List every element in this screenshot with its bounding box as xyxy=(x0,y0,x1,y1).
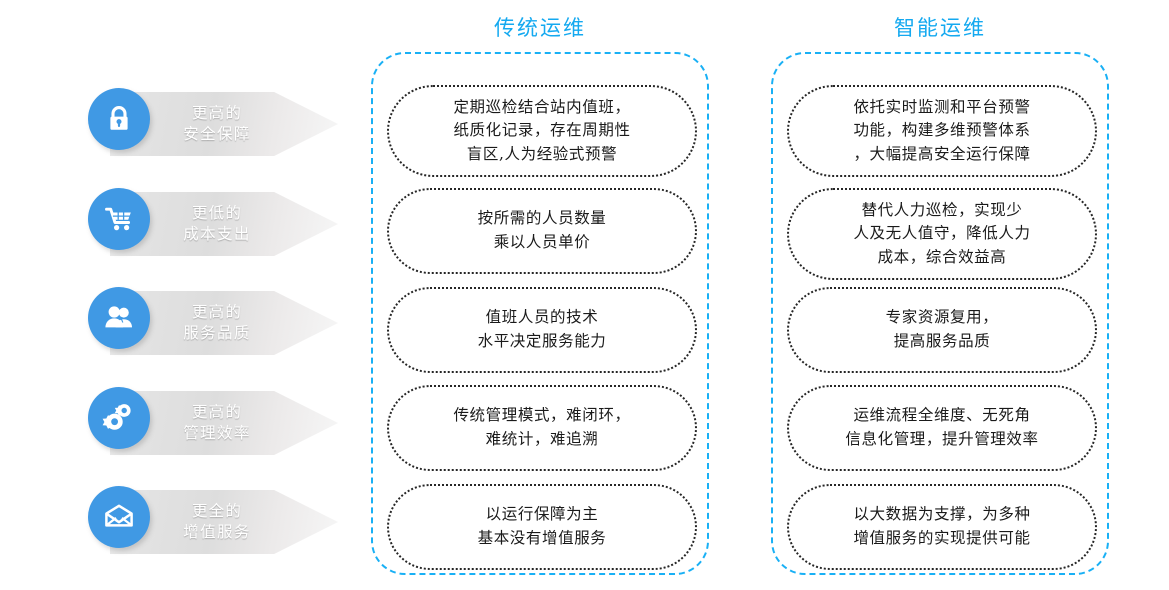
card-line: 纸质化记录，存在周期性 xyxy=(453,121,631,140)
card-line: 难统计，难追溯 xyxy=(485,430,599,448)
card-intelligent-cost: 替代人力巡检，实现少 人及无人值守，降低人力 成本，综合效益高 xyxy=(787,188,1097,280)
card-intelligent-security: 依托实时监测和平台预警 功能，构建多维预警体系 ，大幅提高安全运行保障 xyxy=(787,85,1097,177)
card-line: 增值服务的实现提供可能 xyxy=(853,529,1031,547)
column-title-traditional: 传统运维 xyxy=(494,16,586,40)
card-line: 功能，构建多维预警体系 xyxy=(853,121,1031,140)
card-line: 按所需的人员数量 xyxy=(477,209,607,228)
card-line: 以大数据为支撑，为多种 xyxy=(853,505,1031,524)
card-line: 替代人力巡检，实现少 xyxy=(861,200,1023,219)
card-line: 水平决定服务能力 xyxy=(477,332,607,350)
criteria-rail: 更高的 安全保障 更低的 成本支出 xyxy=(0,0,360,590)
criteria-row-value-added: 更全的 增值服务 xyxy=(88,486,338,558)
card-line: 提高服务品质 xyxy=(893,332,991,350)
users-icon xyxy=(88,287,150,349)
card-line: 专家资源复用， xyxy=(885,308,999,327)
shopping-cart-icon xyxy=(88,188,150,250)
card-traditional-security: 定期巡检结合站内值班， 纸质化记录，存在周期性 盲区,人为经验式预警 xyxy=(387,85,697,177)
card-line: 以运行保障为主 xyxy=(485,505,599,524)
card-line: 人及无人值守，降低人力 xyxy=(853,224,1031,243)
card-intelligent-service: 专家资源复用， 提高服务品质 xyxy=(787,287,1097,373)
card-line: 成本，综合效益高 xyxy=(877,247,1007,266)
lock-icon xyxy=(88,88,150,150)
criteria-row-management: 更高的 管理效率 xyxy=(88,387,338,459)
envelope-icon xyxy=(88,486,150,548)
card-intelligent-value-added: 以大数据为支撑，为多种 增值服务的实现提供可能 xyxy=(787,484,1097,570)
card-line: 基本没有增值服务 xyxy=(477,529,607,547)
card-line: 运维流程全维度、无死角 xyxy=(853,406,1031,425)
card-line: 值班人员的技术 xyxy=(485,308,599,327)
panel-traditional: 定期巡检结合站内值班， 纸质化记录，存在周期性 盲区,人为经验式预警 按所需的人… xyxy=(371,52,709,575)
card-line: 定期巡检结合站内值班， xyxy=(453,97,631,116)
card-traditional-cost: 按所需的人员数量 乘以人员单价 xyxy=(387,188,697,274)
column-title-intelligent: 智能运维 xyxy=(894,16,986,40)
card-traditional-management: 传统管理模式，难闭环， 难统计，难追溯 xyxy=(387,385,697,471)
criteria-row-cost: 更低的 成本支出 xyxy=(88,188,338,260)
gears-icon xyxy=(88,387,150,449)
criteria-row-service: 更高的 服务品质 xyxy=(88,287,338,359)
card-traditional-value-added: 以运行保障为主 基本没有增值服务 xyxy=(387,484,697,570)
panel-intelligent: 依托实时监测和平台预警 功能，构建多维预警体系 ，大幅提高安全运行保障 替代人力… xyxy=(771,52,1109,575)
card-line: 乘以人员单价 xyxy=(493,233,591,251)
card-line: 传统管理模式，难闭环， xyxy=(453,406,631,425)
card-line: 盲区,人为经验式预警 xyxy=(466,144,618,163)
card-traditional-service: 值班人员的技术 水平决定服务能力 xyxy=(387,287,697,373)
card-line: 依托实时监测和平台预警 xyxy=(853,97,1031,116)
card-line: ，大幅提高安全运行保障 xyxy=(853,144,1031,163)
card-line: 信息化管理，提升管理效率 xyxy=(845,430,1039,448)
criteria-row-security: 更高的 安全保障 xyxy=(88,88,338,160)
card-intelligent-management: 运维流程全维度、无死角 信息化管理，提升管理效率 xyxy=(787,385,1097,471)
